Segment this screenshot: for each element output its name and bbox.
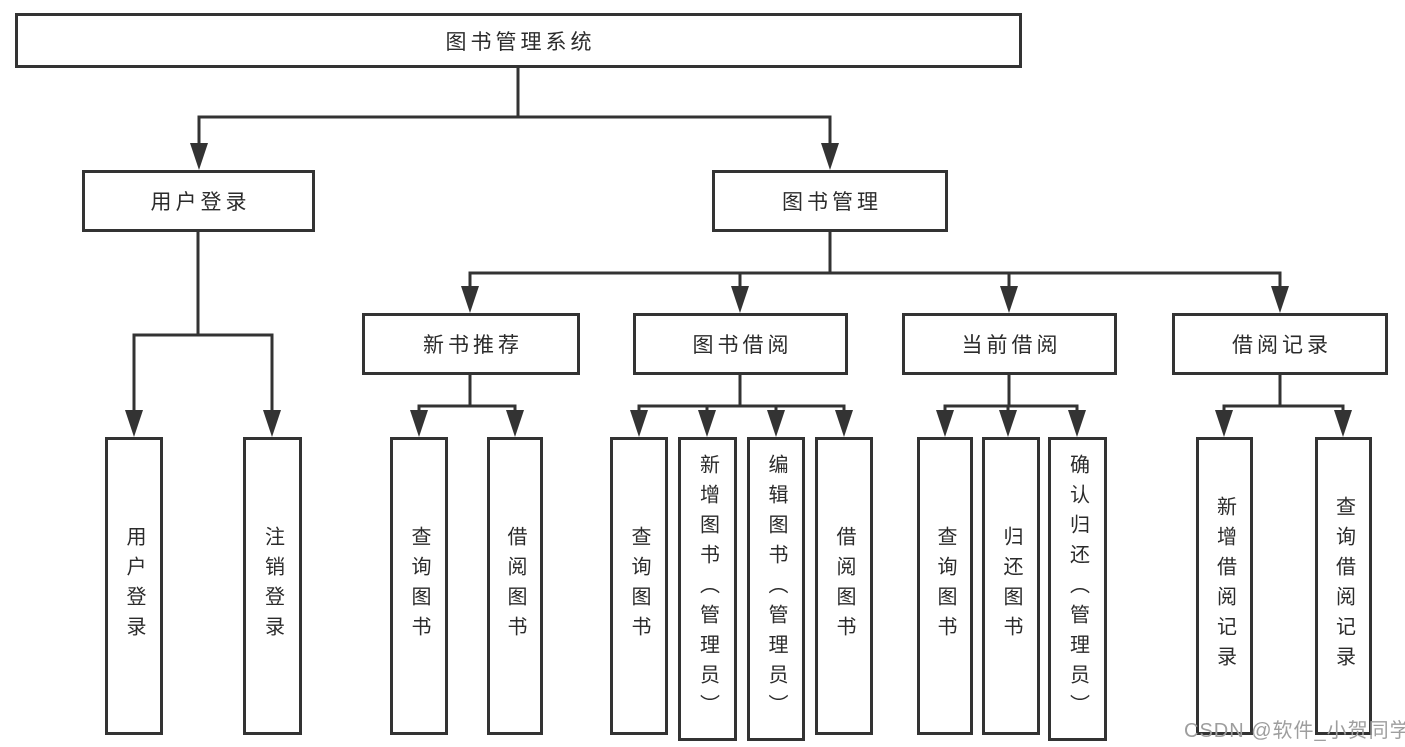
leaf-edit-book-admin: 编辑图书（管理员）: [747, 437, 805, 741]
leaf-confirm-return-admin: 确认归还（管理员）: [1048, 437, 1107, 741]
node-library-management-system: 图书管理系统: [15, 13, 1022, 68]
leaf-user-login: 用户登录: [105, 437, 163, 735]
leaf-borrow-books-recommend: 借阅图书: [487, 437, 543, 735]
leaf-return-book: 归还图书: [982, 437, 1040, 735]
leaf-query-books-current: 查询图书: [917, 437, 973, 735]
node-new-book-recommendation: 新书推荐: [362, 313, 580, 375]
node-user-login: 用户登录: [82, 170, 315, 232]
leaf-query-books-borrow: 查询图书: [610, 437, 668, 735]
node-current-borrowing: 当前借阅: [902, 313, 1117, 375]
leaf-borrow-books: 借阅图书: [815, 437, 873, 735]
csdn-watermark: CSDN @软件_小贺同学: [1184, 720, 1405, 742]
leaf-add-book-admin: 新增图书（管理员）: [678, 437, 737, 741]
leaf-query-borrow-record: 查询借阅记录: [1315, 437, 1372, 735]
node-borrowing-records: 借阅记录: [1172, 313, 1388, 375]
node-book-management: 图书管理: [712, 170, 948, 232]
leaf-query-books-recommend: 查询图书: [390, 437, 448, 735]
leaf-logout: 注销登录: [243, 437, 302, 735]
leaf-add-borrow-record: 新增借阅记录: [1196, 437, 1253, 735]
node-book-borrowing: 图书借阅: [633, 313, 848, 375]
